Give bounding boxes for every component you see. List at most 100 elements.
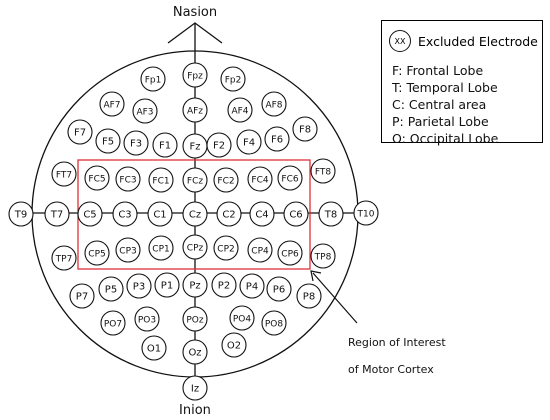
- electrode-label: FC1: [152, 177, 169, 187]
- electrode-afz: AFz: [182, 97, 208, 123]
- electrode-po4: PO4: [229, 305, 255, 331]
- electrode-label: C2: [222, 210, 235, 221]
- electrode-label: P8: [303, 292, 315, 303]
- electrode-circle: [182, 201, 208, 227]
- electrode-iz: Iz: [182, 375, 208, 401]
- electrode-f4: F4: [236, 129, 262, 155]
- electrode-label: F7: [74, 128, 86, 139]
- electrode-f8: F8: [292, 116, 318, 142]
- electrode-label: FT8: [315, 168, 332, 178]
- electrode-label: TP8: [314, 253, 332, 263]
- electrode-circle: [310, 158, 336, 184]
- electrode-ft8: FT8: [310, 158, 336, 184]
- electrode-label: CP5: [88, 250, 105, 260]
- electrode-oz: Oz: [182, 339, 208, 365]
- electrode-label: CPz: [187, 244, 204, 254]
- electrode-circle: [148, 167, 174, 193]
- electrode-circle: [249, 201, 275, 227]
- electrode-po7: PO7: [100, 310, 126, 336]
- electrode-circle: [221, 332, 247, 358]
- electrode-circle: [152, 132, 178, 158]
- electrode-fp1: Fp1: [140, 66, 166, 92]
- electrode-label: FC5: [88, 175, 105, 185]
- electrode-label: Pz: [189, 281, 200, 292]
- electrode-circle: [239, 273, 265, 299]
- electrode-c2: C2: [216, 201, 242, 227]
- electrode-circle: [99, 91, 125, 117]
- roi-arrow: [312, 272, 358, 324]
- electrode-circle: [147, 201, 173, 227]
- electrode-circle: [182, 339, 208, 365]
- electrode-fc4: FC4: [247, 166, 273, 192]
- electrode-circle: [132, 98, 158, 124]
- electrode-p2: P2: [211, 272, 237, 298]
- electrode-label: CP3: [119, 247, 136, 257]
- excluded-electrode-marker: XX: [389, 30, 411, 52]
- electrode-fc3: FC3: [115, 166, 141, 192]
- electrode-circle: [296, 283, 322, 309]
- electrode-label: Iz: [191, 384, 199, 395]
- electrode-c5: C5: [77, 201, 103, 227]
- electrode-fp2: Fp2: [220, 66, 246, 92]
- electrode-label: FC6: [281, 175, 298, 185]
- electrode-p6: P6: [266, 276, 292, 302]
- electrode-label: P4: [246, 282, 258, 293]
- electrode-circle: [51, 245, 77, 271]
- electrode-label: TP7: [55, 255, 73, 265]
- electrode-tp7: TP7: [51, 245, 77, 271]
- electrode-fc1: FC1: [148, 167, 174, 193]
- electrode-circle: [44, 201, 70, 227]
- electrode-circle: [182, 97, 208, 123]
- electrode-circle: [84, 165, 110, 191]
- electrode-p3: P3: [126, 273, 152, 299]
- electrode-label: AF3: [136, 108, 153, 118]
- electrode-label: FCz: [187, 177, 203, 187]
- electrode-circle: [100, 310, 126, 336]
- electrode-circle: [51, 161, 77, 187]
- electrode-c1: C1: [147, 201, 173, 227]
- electrode-f3: F3: [123, 130, 149, 156]
- electrode-circle: [236, 129, 262, 155]
- electrode-circle: [69, 283, 95, 309]
- electrode-f2: F2: [206, 132, 232, 158]
- electrode-cp2: CP2: [213, 235, 239, 261]
- electrode-label: F4: [243, 138, 255, 149]
- electrode-circle: [277, 240, 303, 266]
- electrode-p5: P5: [98, 276, 124, 302]
- electrode-circle: [182, 62, 208, 88]
- electrode-label: FC3: [119, 176, 136, 186]
- electrode-af7: AF7: [99, 91, 125, 117]
- electrode-circle: [247, 237, 273, 263]
- electrode-poz: POz: [182, 306, 208, 332]
- electrode-circle: [283, 201, 309, 227]
- electrode-fcz: FCz: [182, 167, 208, 193]
- electrode-po3: PO3: [134, 306, 160, 332]
- electrode-t9: T9: [8, 201, 34, 227]
- electrode-af8: AF8: [261, 91, 287, 117]
- electrode-circle: [353, 200, 379, 226]
- electrode-circle: [182, 306, 208, 332]
- electrode-circle: [141, 335, 167, 361]
- electrode-label: Oz: [188, 348, 201, 359]
- electrode-f5: F5: [95, 128, 121, 154]
- electrode-label: AF4: [231, 107, 248, 117]
- electrode-circle: [182, 375, 208, 401]
- electrode-label: CP2: [217, 245, 234, 255]
- electrode-c4: C4: [249, 201, 275, 227]
- electrode-label: PO3: [138, 316, 156, 326]
- electrode-circle: [266, 276, 292, 302]
- electrode-circle: [115, 166, 141, 192]
- electrode-cp5: CP5: [84, 240, 110, 266]
- electrode-label: FT7: [56, 171, 72, 181]
- electrode-circle: [227, 97, 253, 123]
- electrode-label: CP1: [152, 245, 169, 255]
- electrode-cpz: CPz: [182, 234, 208, 260]
- electrode-circle: [148, 235, 174, 261]
- electrode-circle: [134, 306, 160, 332]
- electrode-circle: [277, 165, 303, 191]
- electrode-label: P6: [273, 285, 285, 296]
- electrode-label: Fp1: [145, 76, 162, 86]
- electrode-label: C4: [255, 210, 268, 221]
- electrode-circle: [211, 272, 237, 298]
